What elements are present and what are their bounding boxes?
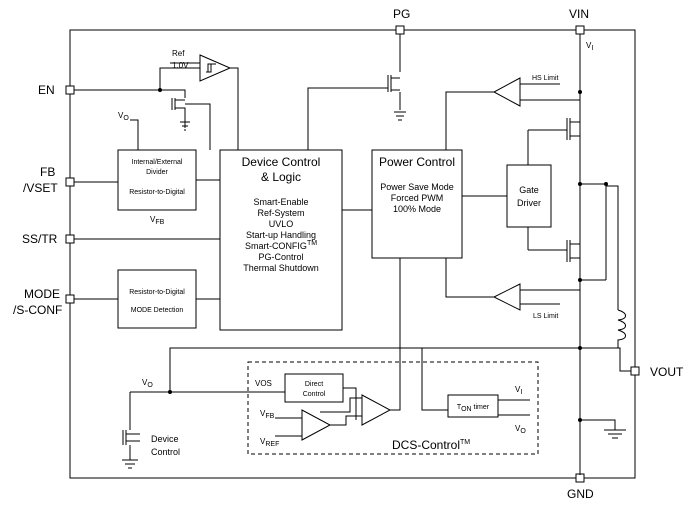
device-control-transistor	[122, 392, 140, 469]
device-control-block	[219, 149, 343, 331]
hs-limit-wire	[445, 83, 580, 150]
ref-comparator	[199, 54, 232, 82]
ls-limit-label: LS Limit	[533, 313, 558, 320]
dcs-vo2-label: VO	[515, 424, 526, 435]
gate-driver-label-2: Driver	[517, 198, 541, 208]
sstr-pin-label: SS/TR	[22, 232, 58, 246]
ls-fet	[527, 227, 580, 262]
dcs-vref-label: VREF	[260, 437, 279, 448]
device-control-item: UVLO	[269, 219, 294, 229]
direct-control-label-2: Control	[303, 391, 326, 398]
gnd-pin-label: GND	[567, 487, 594, 501]
device-control-item: Smart-CONFIGTM	[245, 240, 317, 251]
dcs-vo-label: VO	[142, 378, 153, 389]
en-wire	[74, 67, 200, 98]
dcs-control-label: DCS-ControlTM	[392, 438, 470, 452]
en-pin-label: EN	[38, 83, 55, 97]
inductor	[169, 309, 631, 392]
divider-block	[117, 149, 197, 211]
ton-timer-block	[447, 394, 499, 418]
gate-driver-block	[506, 164, 552, 228]
vin-pin-label: VIN	[569, 7, 589, 21]
divider-title-2: Divider	[146, 169, 168, 176]
vout-pin	[630, 366, 640, 376]
junction-dot	[578, 278, 582, 282]
junction-dot	[158, 88, 162, 92]
device-control-item: Thermal Shutdown	[243, 263, 319, 273]
hs-limit-comparator	[492, 77, 521, 107]
device-control-item: PG-Control	[258, 252, 303, 262]
vos-wire	[130, 387, 362, 420]
dcs-vfb-label: VFB	[260, 409, 275, 420]
fb-pin-label: FB	[40, 165, 55, 179]
gnd-pin	[575, 473, 585, 483]
power-control-block	[371, 149, 463, 259]
junction-dot	[578, 346, 582, 350]
mode-pin-label: MODE	[24, 287, 60, 301]
dcs-comparator-wires	[275, 258, 530, 437]
divider-rtd: Resistor-to-Digital	[129, 189, 185, 196]
divider-title-1: Internal/External	[132, 159, 183, 166]
en-transistor	[171, 98, 211, 150]
ton-timer-label: TON timer	[457, 404, 490, 413]
gate-driver-label-1: Gate	[519, 185, 539, 195]
direct-control-label-1: Direct	[305, 381, 323, 388]
device-control-item: Smart-Enable	[253, 197, 308, 207]
mode-rtd: Resistor-to-Digital	[129, 289, 185, 296]
junction-dot	[578, 90, 582, 94]
vo-to-divider-wire	[130, 119, 139, 150]
junction-dot	[578, 418, 582, 422]
vi-label: VI	[586, 41, 593, 52]
device-control-item: Ref-System	[257, 208, 304, 218]
ref-value: 1.0V	[172, 61, 189, 70]
dcs-comparator-2	[301, 409, 332, 441]
vfb-label: VFB	[150, 215, 165, 226]
pg-pin-label: PG	[393, 7, 410, 21]
device-control-title-1: Device Control	[242, 155, 321, 169]
hysteresis-icon	[206, 63, 216, 73]
vin-pin	[575, 25, 585, 35]
mode-detection: MODE Detection	[131, 307, 184, 314]
ref-input-wire	[170, 62, 239, 150]
gnd-wire	[580, 419, 626, 439]
power-control-item: 100% Mode	[393, 204, 441, 214]
junction-dot	[604, 182, 608, 186]
vos-label: VOS	[255, 379, 272, 388]
device-control-item: Start-up Handling	[246, 230, 316, 240]
sstr-pin	[65, 234, 75, 244]
pg-pin	[395, 25, 405, 35]
ls-limit-wire	[445, 258, 580, 305]
hs-fet	[527, 118, 580, 165]
dcs-control-region	[247, 361, 539, 455]
device-control-transistor-label-2: Control	[151, 447, 180, 457]
pg-wire	[307, 34, 406, 150]
switch-node-wire	[580, 183, 619, 310]
device-control-title-2: & Logic	[261, 170, 301, 184]
dcs-comparator-1	[361, 394, 392, 426]
dcs-junction-dot	[168, 390, 172, 394]
sconf-pin-label: /S-CONF	[13, 303, 62, 317]
power-control-item: Forced PWM	[391, 193, 444, 203]
dcs-vi-label: VI	[515, 385, 522, 396]
hs-limit-label: HS Limit	[532, 75, 559, 82]
junction-dot	[578, 182, 582, 186]
ref-label: Ref	[172, 49, 185, 58]
vout-pin-label: VOUT	[650, 365, 684, 379]
en-pin	[65, 85, 75, 95]
vset-pin-label: /VSET	[23, 181, 58, 195]
vo-label: VO	[118, 111, 129, 122]
power-control-title: Power Control	[379, 155, 455, 169]
fb-pin	[65, 177, 75, 187]
ls-limit-comparator	[492, 283, 521, 311]
power-control-item: Power Save Mode	[380, 182, 454, 192]
chip-outline	[69, 29, 636, 479]
mode-detection-block	[117, 269, 197, 329]
device-control-transistor-label-1: Device	[151, 434, 179, 444]
mode-pin	[65, 294, 75, 304]
